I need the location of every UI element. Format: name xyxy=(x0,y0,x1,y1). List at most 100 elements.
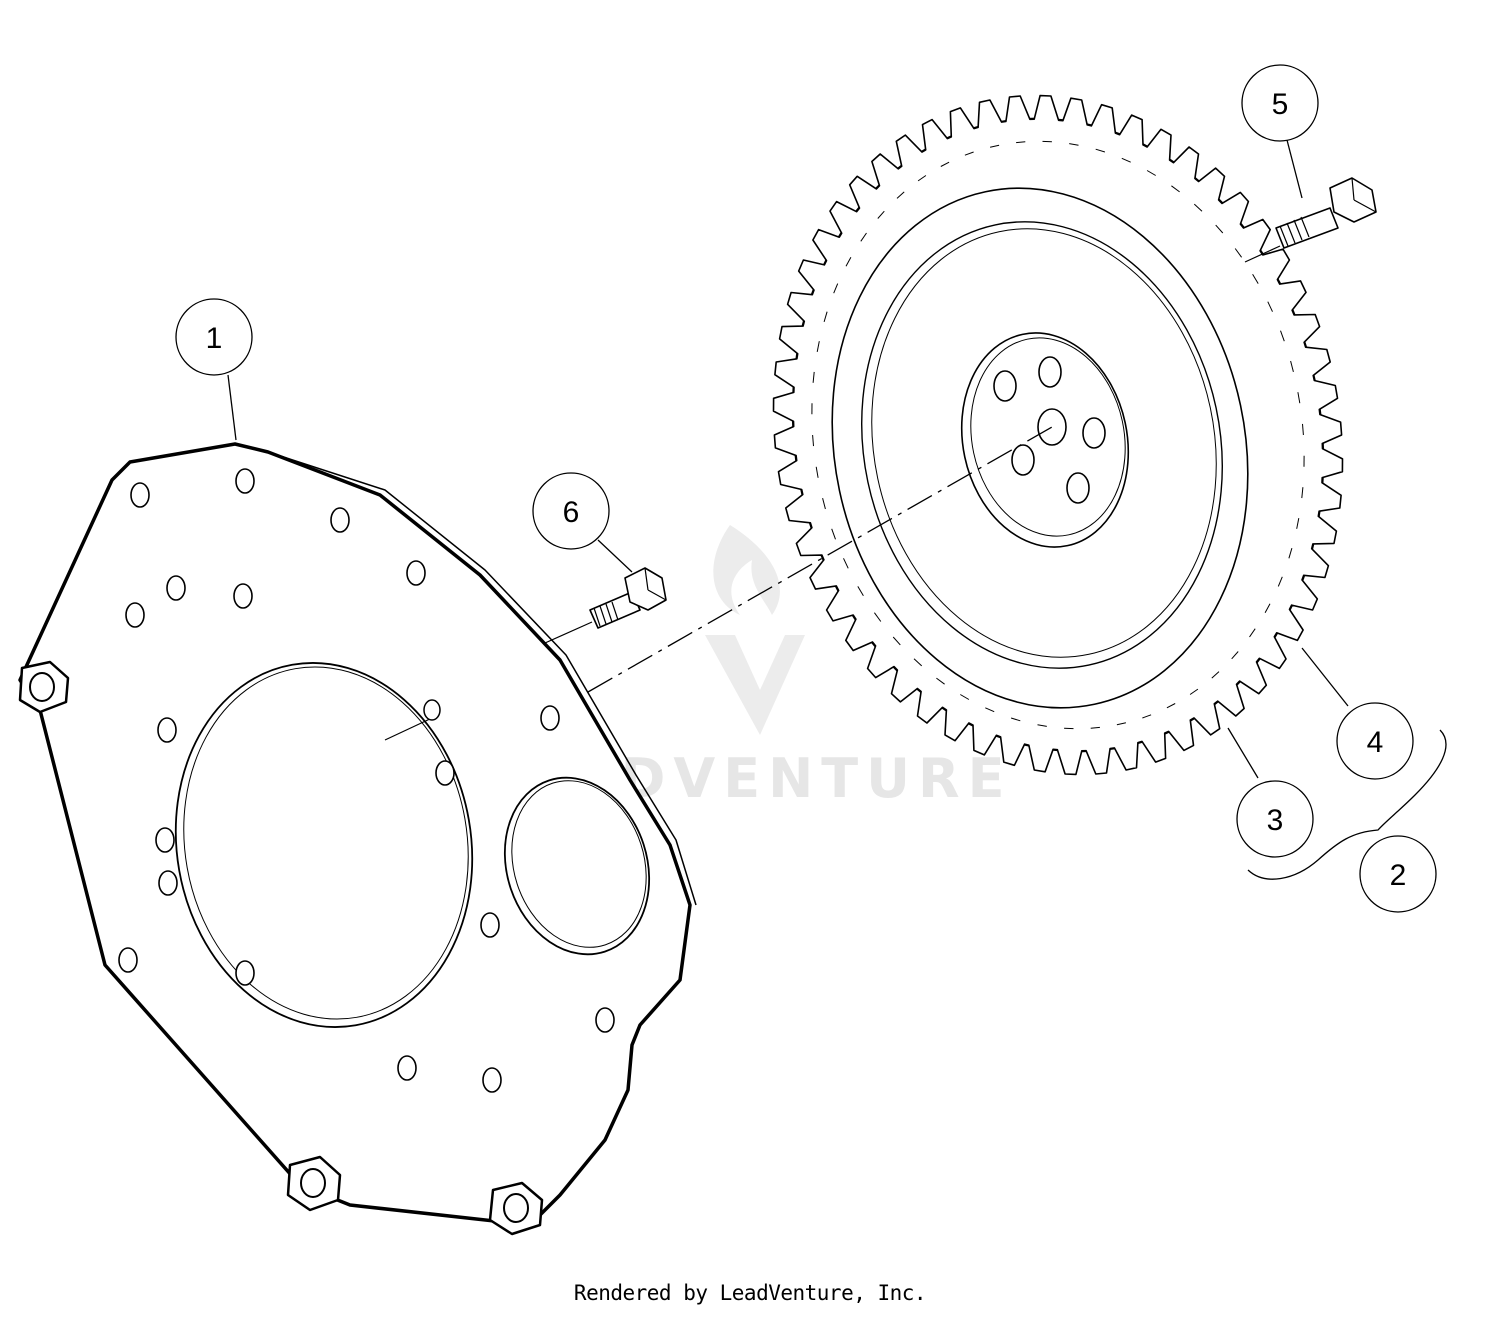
callout-4: 4 xyxy=(1336,702,1414,780)
ring-gear-tooth-face xyxy=(1288,547,1293,559)
callout-2: 2 xyxy=(1359,835,1437,913)
ring-gear-tooth-face xyxy=(833,283,839,294)
ring-gear-tooth-face xyxy=(1116,722,1127,726)
ring-gear-tooth-face xyxy=(913,658,923,667)
bolt-guide-line xyxy=(544,621,593,644)
adapter-plate-pin-hole xyxy=(423,699,441,721)
callout-1: 1 xyxy=(175,298,253,376)
ring-gear-tooth-face xyxy=(1010,717,1021,722)
plate-bolt xyxy=(589,567,667,629)
ring-gear-tooth-face xyxy=(1211,671,1220,679)
ring-gear-tooth-face xyxy=(845,257,852,267)
callout-label: 5 xyxy=(1272,88,1289,121)
ring-gear-tooth-face xyxy=(1069,143,1079,146)
callout-5: 5 xyxy=(1241,64,1319,142)
ring-gear-tooth-face xyxy=(1231,651,1239,660)
flywheel-inner-ring-edge xyxy=(871,228,1217,658)
ring-gear-tooth-face xyxy=(1016,141,1026,144)
ring-gear-tooth-face xyxy=(857,586,864,597)
leader-line-4 xyxy=(1301,647,1349,707)
flywheel-hub-edge xyxy=(970,337,1126,537)
leader-lines xyxy=(227,139,1447,880)
ring-gear-tooth-face xyxy=(1280,330,1285,342)
ring-gear-tooth-face xyxy=(1215,224,1224,234)
footer-credit: Rendered by LeadVenture, Inc. xyxy=(573,1281,927,1305)
callout-label: 3 xyxy=(1267,804,1284,837)
ring-gear-tooth-face xyxy=(812,434,814,447)
ring-gear-tooth-face xyxy=(936,677,945,685)
ring-gear-tooth-face xyxy=(1095,148,1106,153)
ring-gear-tooth-face xyxy=(985,707,995,713)
callout-label: 2 xyxy=(1390,859,1407,892)
ring-gear-tooth-face xyxy=(1252,273,1259,284)
flywheel xyxy=(772,94,1344,776)
ring-gear-tooth-face xyxy=(1296,518,1300,529)
ring-gear-tooth-face xyxy=(1171,185,1180,193)
callout-6: 6 xyxy=(532,472,610,550)
ring-gear-tooth-face xyxy=(1146,170,1156,176)
ring-gear-tooth-face xyxy=(843,558,849,569)
ring-gear-tooth-face xyxy=(815,466,819,478)
adapter-plate-center-bore-edge xyxy=(183,666,469,1020)
ring-gear-tooth-face xyxy=(989,144,1000,148)
leader-line-1 xyxy=(227,374,237,441)
flywheel-bolt xyxy=(1275,177,1377,249)
leader-line-3 xyxy=(1227,727,1259,779)
adapter-plate-holes xyxy=(118,468,615,1093)
callout-circle xyxy=(175,298,253,376)
ring-gear-tooth-face xyxy=(964,151,974,156)
ring-gear-tooth-face xyxy=(1142,714,1152,719)
callout-circle xyxy=(532,472,610,550)
ring-gear-tooth-face xyxy=(940,161,950,167)
callout-circle xyxy=(1241,64,1319,142)
adapter-plate-center-bore xyxy=(174,662,474,1028)
ring-gear-tooth-face xyxy=(1290,360,1294,373)
ring-gear-tooth-face xyxy=(1121,157,1131,163)
ring-gear-tooth-face xyxy=(860,232,867,242)
ring-gear-tooth-face xyxy=(812,371,815,383)
ring-gear-tooth-face xyxy=(1189,688,1199,695)
ring-gear-tooth-face xyxy=(1249,628,1256,638)
ring-gear-tooth-face xyxy=(873,612,882,622)
ring-gear-tooth-face xyxy=(1090,726,1100,729)
bolt-guide-line xyxy=(1244,245,1281,263)
callout-circle xyxy=(1359,835,1437,913)
adapter-plate-axis-line xyxy=(384,717,433,741)
flywheel-bolt-threads xyxy=(1279,216,1310,247)
assembly-center-line xyxy=(587,426,1053,693)
watermark-logo-icon xyxy=(705,525,805,735)
ring-gear-tooth-face xyxy=(917,175,927,182)
callout-circle xyxy=(1336,702,1414,780)
flywheel-hub-holes xyxy=(993,356,1106,504)
callout-label: 1 xyxy=(206,322,223,355)
callout-label: 6 xyxy=(563,496,580,529)
adapter-plate-nut xyxy=(488,1181,544,1236)
ring-gear-tooth-face xyxy=(831,528,836,540)
ring-gear-tooth-face xyxy=(822,497,826,510)
bracket-2 xyxy=(1247,729,1447,880)
callout-circle xyxy=(1236,780,1314,858)
ring-gear-tooth-face xyxy=(1193,203,1203,212)
adapter-plate-side-bore-edge xyxy=(511,780,647,948)
ring-gear-tooth-face xyxy=(1277,576,1283,587)
ring-gear-tooth-face xyxy=(1264,603,1271,613)
adapter-plate-side-bore xyxy=(503,776,651,956)
ring-gear-tooth-face xyxy=(896,191,905,199)
adapter-plate-thickness xyxy=(267,451,697,906)
ring-gear-tooth-face xyxy=(1166,703,1176,709)
ring-gear-tooth-face xyxy=(1297,392,1301,404)
ring-gear-tooth-face xyxy=(1302,423,1304,436)
callout-3: 3 xyxy=(1236,780,1314,858)
ring-gear-tooth-face xyxy=(1234,248,1243,258)
ring-gear-tooth-face xyxy=(823,311,828,323)
ring-gear-tooth-face xyxy=(1301,487,1304,499)
ring-gear-tooth-face xyxy=(1037,724,1047,727)
ring-gear-tooth-face xyxy=(816,341,820,352)
adapter-plate xyxy=(18,442,697,1236)
leader-line-6 xyxy=(597,539,633,573)
ring-gear-tooth-face xyxy=(1267,301,1273,312)
leader-line-5 xyxy=(1286,139,1303,199)
ring-gear-tooth-face xyxy=(960,694,970,700)
ring-gear-tooth-face xyxy=(892,636,901,646)
